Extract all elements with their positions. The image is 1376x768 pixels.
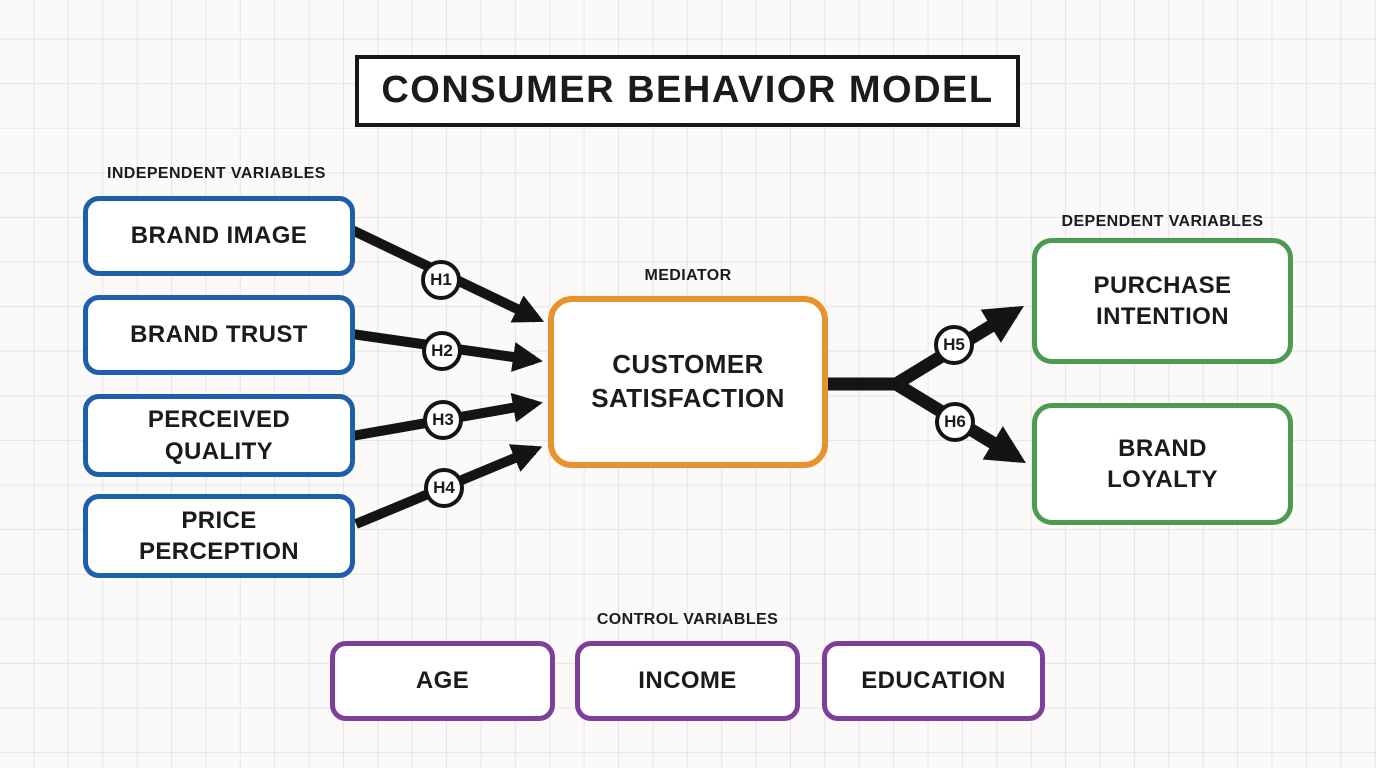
node-price-perception-label: PRICE PERCEPTION — [138, 506, 300, 565]
node-brand-loyalty-label: BRAND LOYALTY — [1107, 434, 1218, 493]
hypothesis-h6-badge: H6 — [935, 402, 975, 442]
hypothesis-h4-label: H4 — [433, 478, 455, 497]
node-customer-satisfaction: CUSTOMER SATISFACTION — [548, 296, 828, 468]
node-education: EDUCATION — [822, 641, 1045, 721]
diagram-title: CONSUMER BEHAVIOR MODEL — [355, 55, 1020, 127]
hypothesis-h2-badge: H2 — [422, 331, 462, 371]
node-brand-image: BRAND IMAGE — [83, 196, 355, 276]
node-education-label: EDUCATION — [861, 667, 1006, 695]
node-age: AGE — [330, 641, 555, 721]
node-perceived-quality: PERCEIVED QUALITY — [83, 394, 355, 477]
dependent-variables-label: DEPENDENT VARIABLES — [1061, 213, 1264, 230]
node-income-label: INCOME — [638, 667, 737, 695]
hypothesis-h2-label: H2 — [431, 341, 453, 360]
independent-variables-label: INDEPENDENT VARIABLES — [107, 165, 326, 182]
node-brand-trust: BRAND TRUST — [83, 295, 355, 375]
hypothesis-h5-badge: H5 — [934, 325, 974, 365]
hypothesis-h5-label: H5 — [943, 335, 965, 354]
hypothesis-h3-badge: H3 — [423, 400, 463, 440]
node-purchase-intention: PURCHASE INTENTION — [1032, 238, 1293, 364]
hypothesis-h4-badge: H4 — [424, 468, 464, 508]
node-perceived-quality-label: PERCEIVED QUALITY — [147, 406, 291, 465]
node-purchase-intention-label: PURCHASE INTENTION — [1093, 271, 1232, 330]
hypothesis-h1-label: H1 — [430, 270, 452, 289]
diagram-title-text: CONSUMER BEHAVIOR MODEL — [381, 69, 994, 112]
node-price-perception: PRICE PERCEPTION — [83, 494, 355, 578]
node-age-label: AGE — [415, 667, 470, 695]
hypothesis-h6-label: H6 — [944, 412, 966, 431]
mediator-label: MEDIATOR — [644, 267, 732, 284]
node-brand-loyalty: BRAND LOYALTY — [1032, 403, 1293, 525]
hypothesis-h1-badge: H1 — [421, 260, 461, 300]
control-variables-label: CONTROL VARIABLES — [596, 611, 779, 628]
hypothesis-h3-label: H3 — [432, 410, 454, 429]
node-income: INCOME — [575, 641, 800, 721]
node-brand-trust-label: BRAND TRUST — [130, 321, 308, 349]
node-brand-image-label: BRAND IMAGE — [130, 222, 308, 250]
node-customer-satisfaction-label: CUSTOMER SATISFACTION — [591, 349, 785, 413]
